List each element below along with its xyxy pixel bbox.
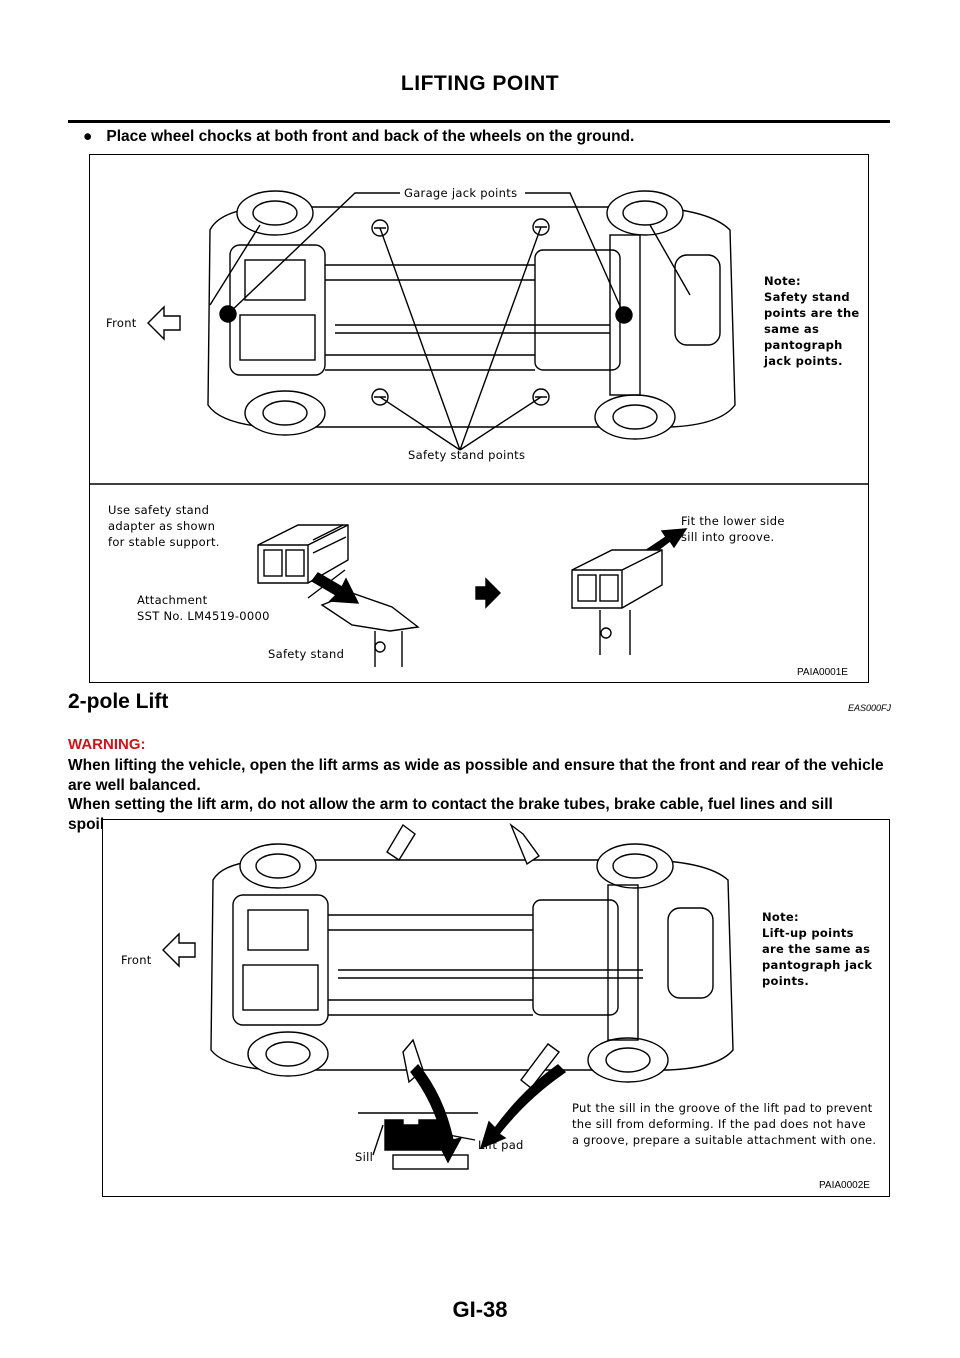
vehicle-underbody-illustration-2	[162, 822, 734, 1170]
section-code: EAS000FJ	[848, 703, 892, 713]
label-garage-jack-points: Garage jack points	[404, 186, 518, 200]
label-front-1: Front	[106, 316, 137, 330]
label-attachment: Attachment SST No. LM4519-0000	[137, 593, 270, 623]
label-lift-pad: Lift pad	[478, 1138, 524, 1152]
label-safety-stand: Safety stand	[268, 647, 345, 661]
vehicle-underbody-illustration-1	[90, 190, 868, 667]
figure-1-id: PAIA0001E	[797, 667, 848, 678]
label-use-adapter: Use safety stand adapter as shown for st…	[108, 503, 220, 549]
label-sill-groove: Put the sill in the groove of the lift p…	[572, 1101, 877, 1147]
intro-text: Place wheel chocks at both front and bac…	[106, 128, 635, 145]
header-rule	[68, 120, 890, 123]
label-fit-sill: Fit the lower side sill into groove.	[681, 514, 785, 544]
page-number: GI-38	[452, 1297, 508, 1322]
note-1: Note: Safety stand points are the same a…	[764, 274, 860, 368]
bullet-dot: ●	[83, 128, 93, 145]
intro-bullet: ● Place wheel chocks at both front and ba…	[83, 128, 634, 146]
note-2: Note: Lift-up points are the same as pan…	[762, 910, 873, 988]
figure-safety-stand: Garage jack points Front Note: Safety st…	[89, 154, 869, 683]
label-sill: Sill	[355, 1150, 374, 1164]
page-header-title: LIFTING POINT	[400, 72, 560, 95]
section-title: 2-pole Lift	[68, 690, 169, 713]
figure-2-id: PAIA0002E	[819, 1180, 870, 1191]
label-safety-stand-points: Safety stand points	[408, 448, 526, 462]
figure-2-pole-lift: Front Note: Lift-up points are the same …	[102, 819, 890, 1197]
label-front-2: Front	[121, 953, 152, 967]
warning-label: WARNING:	[68, 736, 146, 753]
warning-paragraph-1: When lifting the vehicle, open the lift …	[68, 757, 884, 794]
